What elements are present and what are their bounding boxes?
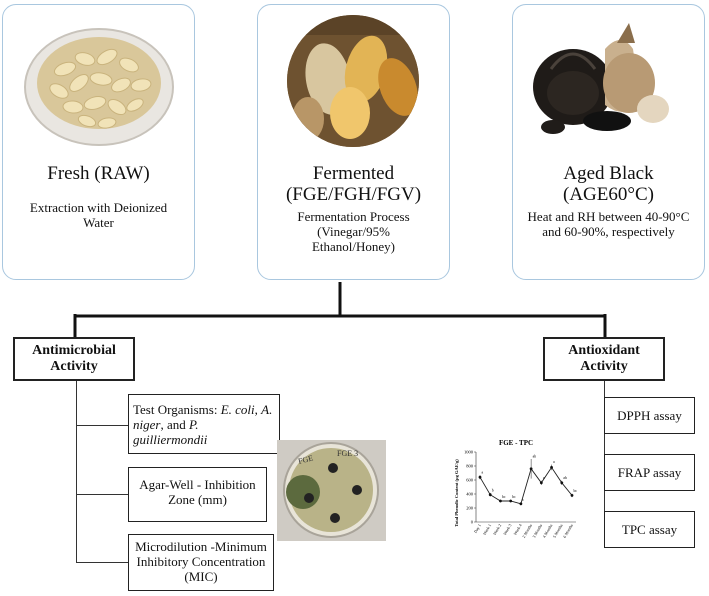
data-point bbox=[519, 502, 523, 506]
frap-assay-box: FRAP assay bbox=[604, 454, 695, 491]
antimicrobial-activity-box: Antimicrobial Activity bbox=[13, 337, 135, 381]
data-point-label: b bbox=[492, 488, 494, 492]
test-organisms-prefix: Test Organisms: bbox=[133, 402, 221, 417]
dpph-assay-label: DPPH assay bbox=[617, 408, 682, 423]
organism-a-niger: A. niger bbox=[133, 402, 273, 432]
fge-tpc-chart: FGE - TPC Total Phenolic Content (µg GAE… bbox=[454, 439, 578, 539]
fresh-title: Fresh (RAW) bbox=[47, 163, 150, 184]
data-point bbox=[529, 467, 533, 471]
fermented-card: Fermented (FGE/FGH/FGV) Fermentation Pro… bbox=[257, 4, 450, 280]
plate-label-2: FGE 3 bbox=[337, 449, 358, 458]
y-tick-label: 400 bbox=[466, 492, 474, 497]
x-tick-label: 6 Months bbox=[562, 523, 574, 539]
organism-separator: , bbox=[254, 402, 262, 417]
organism-separator: , and bbox=[160, 417, 189, 432]
y-tick-label: 0 bbox=[471, 520, 474, 525]
data-point-label: a bbox=[482, 471, 484, 475]
data-point bbox=[478, 475, 482, 479]
data-point-label: a bbox=[543, 476, 545, 480]
aged-black-title: Aged Black (AGE60°C) bbox=[563, 163, 654, 205]
fermented-description: Fermentation Process (Vinegar/95% Ethano… bbox=[297, 209, 410, 254]
antimicrobial-branch-2 bbox=[76, 494, 128, 495]
frap-assay-label: FRAP assay bbox=[617, 465, 682, 480]
x-tick-label: Day 1 bbox=[473, 523, 482, 534]
dpph-assay-box: DPPH assay bbox=[604, 397, 695, 434]
x-tick-label: Week 1 bbox=[482, 523, 492, 536]
antioxidant-activity-box: Antioxidant Activity bbox=[543, 337, 665, 381]
data-point-label: bc bbox=[512, 495, 516, 499]
bracket-connector bbox=[73, 282, 607, 338]
y-tick-label: 200 bbox=[466, 506, 474, 511]
data-point bbox=[488, 493, 492, 497]
data-point-label: c bbox=[522, 498, 524, 502]
petri-dish-image: FGE FGE 3 bbox=[277, 440, 386, 541]
y-tick-label: 1000 bbox=[464, 450, 474, 455]
test-organisms-box: Test Organisms: E. coli, A. niger, and P… bbox=[128, 394, 280, 454]
fresh-card: Fresh (RAW) Extraction with Deionized Wa… bbox=[2, 4, 195, 280]
agar-well-label: Agar-Well - Inhibition Zone (mm) bbox=[139, 477, 256, 507]
microdilution-label: Microdilution -Minimum Inhibitory Concen… bbox=[135, 539, 267, 584]
aged-black-description: Heat and RH between 40-90°C and 60-90%, … bbox=[527, 209, 690, 239]
fermented-garlic-image bbox=[258, 9, 449, 155]
fresh-garlic-image bbox=[3, 9, 194, 155]
organism-e-coli: E. coli bbox=[220, 402, 255, 417]
data-point bbox=[550, 466, 553, 469]
data-point bbox=[570, 494, 574, 497]
aged-black-card: Aged Black (AGE60°C) Heat and RH between… bbox=[512, 4, 705, 280]
data-point-label: a bbox=[553, 460, 555, 464]
data-point-label: ab bbox=[533, 455, 537, 459]
antimicrobial-branch-3 bbox=[76, 562, 128, 563]
antioxidant-title: Antioxidant Activity bbox=[568, 343, 640, 374]
tpc-assay-label: TPC assay bbox=[621, 522, 678, 537]
microdilution-box: Microdilution -Minimum Inhibitory Concen… bbox=[128, 534, 274, 591]
chart-title: FGE - TPC bbox=[499, 439, 533, 447]
data-point-label: ab bbox=[563, 476, 567, 480]
data-point bbox=[560, 481, 564, 485]
antimicrobial-trunk-line bbox=[76, 381, 77, 563]
tpc-assay-box: TPC assay bbox=[604, 511, 695, 548]
fermented-title: Fermented (FGE/FGH/FGV) bbox=[285, 163, 422, 205]
data-point bbox=[509, 499, 513, 503]
y-tick-label: 800 bbox=[466, 464, 474, 469]
data-point-label: bc bbox=[502, 495, 506, 499]
organism-p-guilliermondii: P. guilliermondii bbox=[133, 417, 208, 447]
fresh-description: Extraction with Deionized Water bbox=[29, 200, 168, 230]
y-tick-label: 600 bbox=[466, 478, 474, 483]
x-tick-label: Week 3 bbox=[502, 523, 512, 536]
antimicrobial-title: Antimicrobial Activity bbox=[32, 343, 116, 374]
tpc-series-line bbox=[479, 466, 573, 505]
antimicrobial-branch-1 bbox=[76, 425, 128, 426]
agar-well-box: Agar-Well - Inhibition Zone (mm) bbox=[128, 467, 267, 522]
data-point-label: bc bbox=[574, 489, 578, 493]
plate-label-1: FGE bbox=[297, 453, 314, 466]
x-tick-label: Week 4 bbox=[512, 523, 522, 536]
data-point bbox=[499, 499, 502, 503]
x-tick-label: Week 2 bbox=[492, 523, 502, 536]
data-point bbox=[539, 481, 543, 485]
black-garlic-image bbox=[513, 9, 704, 155]
chart-ylabel: Total Phenolic Content (µg GAE/g) bbox=[454, 459, 459, 527]
